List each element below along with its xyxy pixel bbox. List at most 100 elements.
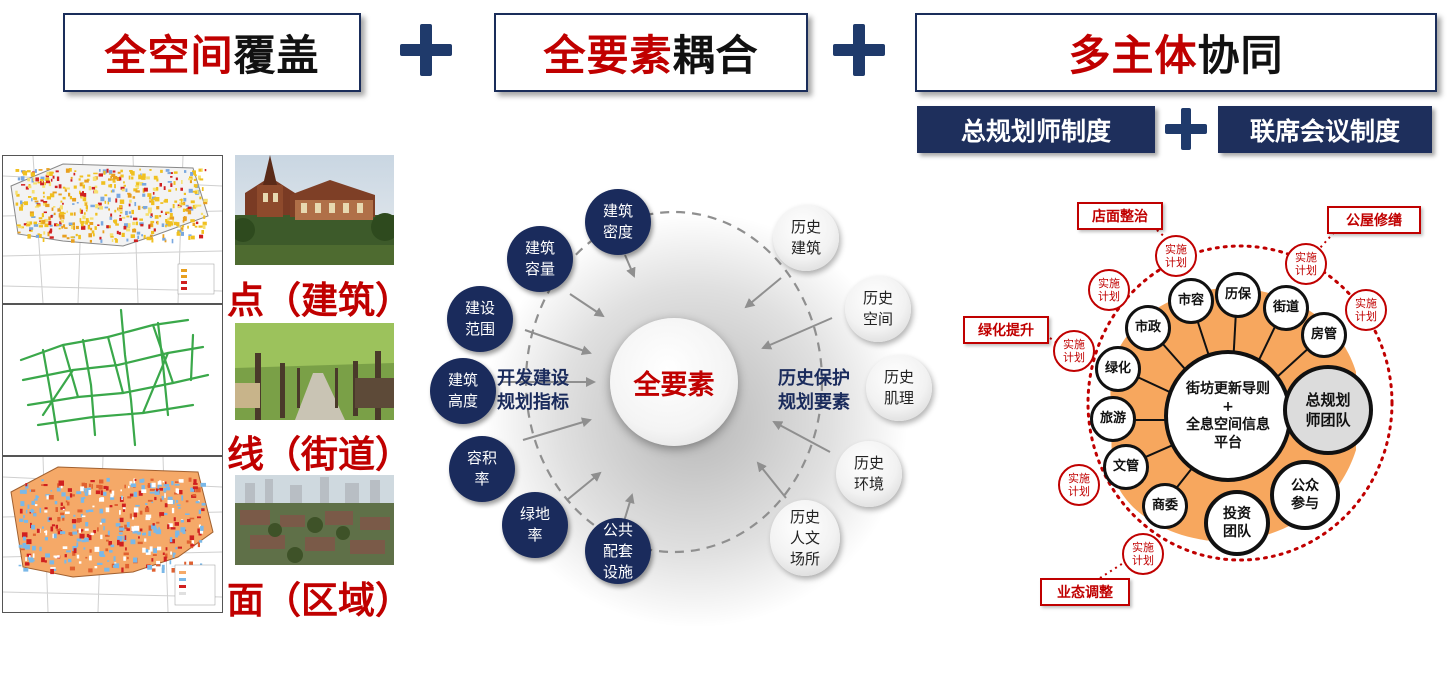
map-parcel	[171, 238, 174, 244]
map-parcel	[30, 172, 35, 177]
map-parcel	[193, 184, 198, 188]
map-parcel	[109, 216, 113, 220]
map-parcel	[53, 206, 56, 208]
map-parcel	[123, 184, 126, 187]
map-parcel	[80, 514, 83, 518]
map-parcel	[149, 234, 153, 237]
map-parcel	[44, 537, 48, 541]
map-parcel	[90, 227, 93, 231]
map-parcel	[114, 504, 118, 506]
map-parcel	[20, 176, 25, 181]
map-parcel	[194, 225, 198, 228]
map-parcel	[139, 479, 144, 483]
map-parcel	[141, 489, 147, 493]
node-text: 高度	[447, 392, 478, 410]
map-parcel	[85, 202, 87, 206]
map-parcel	[200, 482, 206, 487]
plus-icon	[833, 24, 885, 76]
map-parcel	[75, 233, 78, 237]
map-parcel	[70, 179, 73, 182]
map-parcel	[48, 171, 53, 176]
map-parcel	[24, 519, 29, 523]
map-parcel	[73, 212, 76, 216]
map-parcel	[88, 568, 93, 573]
map-parcel	[50, 178, 53, 182]
map-parcel	[190, 200, 195, 204]
tag-connector	[1319, 227, 1339, 249]
map-parcel	[143, 532, 146, 535]
map-parcel	[165, 486, 171, 491]
map-parcel	[112, 180, 116, 183]
map-parcel	[174, 522, 179, 526]
map-parcel	[34, 169, 37, 173]
map-parcel	[81, 515, 86, 518]
map-parcel	[71, 519, 77, 524]
map-parcel	[38, 225, 43, 228]
map-parcel	[90, 480, 95, 483]
business-format-adjustment-tag: 业态调整	[1040, 578, 1130, 606]
node-text: 肌理	[883, 389, 914, 407]
map-parcel	[17, 177, 21, 181]
map-parcel	[150, 223, 153, 227]
map-parcel	[39, 546, 42, 552]
street-map	[19, 308, 210, 447]
map-parcel	[45, 494, 51, 497]
map-parcel	[64, 559, 67, 564]
map-parcel	[62, 546, 68, 549]
map-parcel	[128, 203, 131, 207]
map-parcel	[105, 507, 110, 513]
map-parcel	[174, 481, 181, 483]
map-parcel	[56, 528, 60, 532]
map-parcel	[40, 199, 44, 202]
map-parcel	[165, 553, 168, 559]
map-parcel	[60, 220, 64, 223]
map-parcel	[56, 487, 61, 492]
map-parcel	[123, 181, 125, 184]
map-parcel	[104, 200, 107, 204]
map-parcel	[66, 210, 68, 213]
map-parcel	[151, 501, 154, 504]
map-parcel	[41, 479, 44, 482]
map-parcel	[31, 178, 35, 183]
map-parcel	[134, 202, 137, 207]
impl-text: 计划	[1068, 485, 1090, 498]
map-parcel	[117, 171, 121, 174]
map-parcel	[173, 181, 176, 185]
map-parcel	[198, 524, 201, 528]
map-parcel	[68, 222, 73, 226]
map-parcel	[168, 523, 173, 527]
map-parcel	[133, 491, 138, 497]
map-parcel	[76, 554, 80, 559]
map-parcel	[49, 228, 53, 233]
map-parcel	[163, 556, 167, 562]
map-parcel	[160, 169, 163, 173]
map-parcel	[68, 168, 72, 172]
map-parcel	[45, 553, 50, 558]
map-parcel	[118, 231, 121, 235]
map-parcel	[149, 546, 153, 552]
map-parcel	[114, 209, 117, 213]
map-parcel	[155, 564, 161, 567]
map-parcel	[53, 212, 56, 216]
map-parcel	[180, 231, 184, 236]
map-parcel	[107, 530, 110, 536]
map-parcel	[108, 541, 112, 546]
map-parcel	[138, 490, 143, 496]
map-parcel	[32, 533, 36, 536]
map-parcel	[165, 220, 170, 224]
arrow-hist-space	[761, 317, 833, 350]
node-text: 历史	[789, 507, 820, 526]
map-parcel	[32, 559, 35, 562]
map-parcel	[182, 208, 186, 212]
map-parcel	[109, 489, 112, 493]
map-parcel	[118, 518, 121, 521]
tourism-dept-node: 旅游	[1090, 396, 1136, 442]
map-parcel	[44, 507, 48, 510]
map-parcel	[43, 203, 46, 206]
map-parcel	[100, 490, 103, 496]
map-parcel	[120, 174, 124, 178]
dev-indicators-label: 开发建设 规划指标	[497, 367, 569, 415]
map-parcel	[60, 484, 63, 489]
map-parcel	[19, 206, 23, 211]
impl-text: 实施	[1098, 277, 1120, 290]
